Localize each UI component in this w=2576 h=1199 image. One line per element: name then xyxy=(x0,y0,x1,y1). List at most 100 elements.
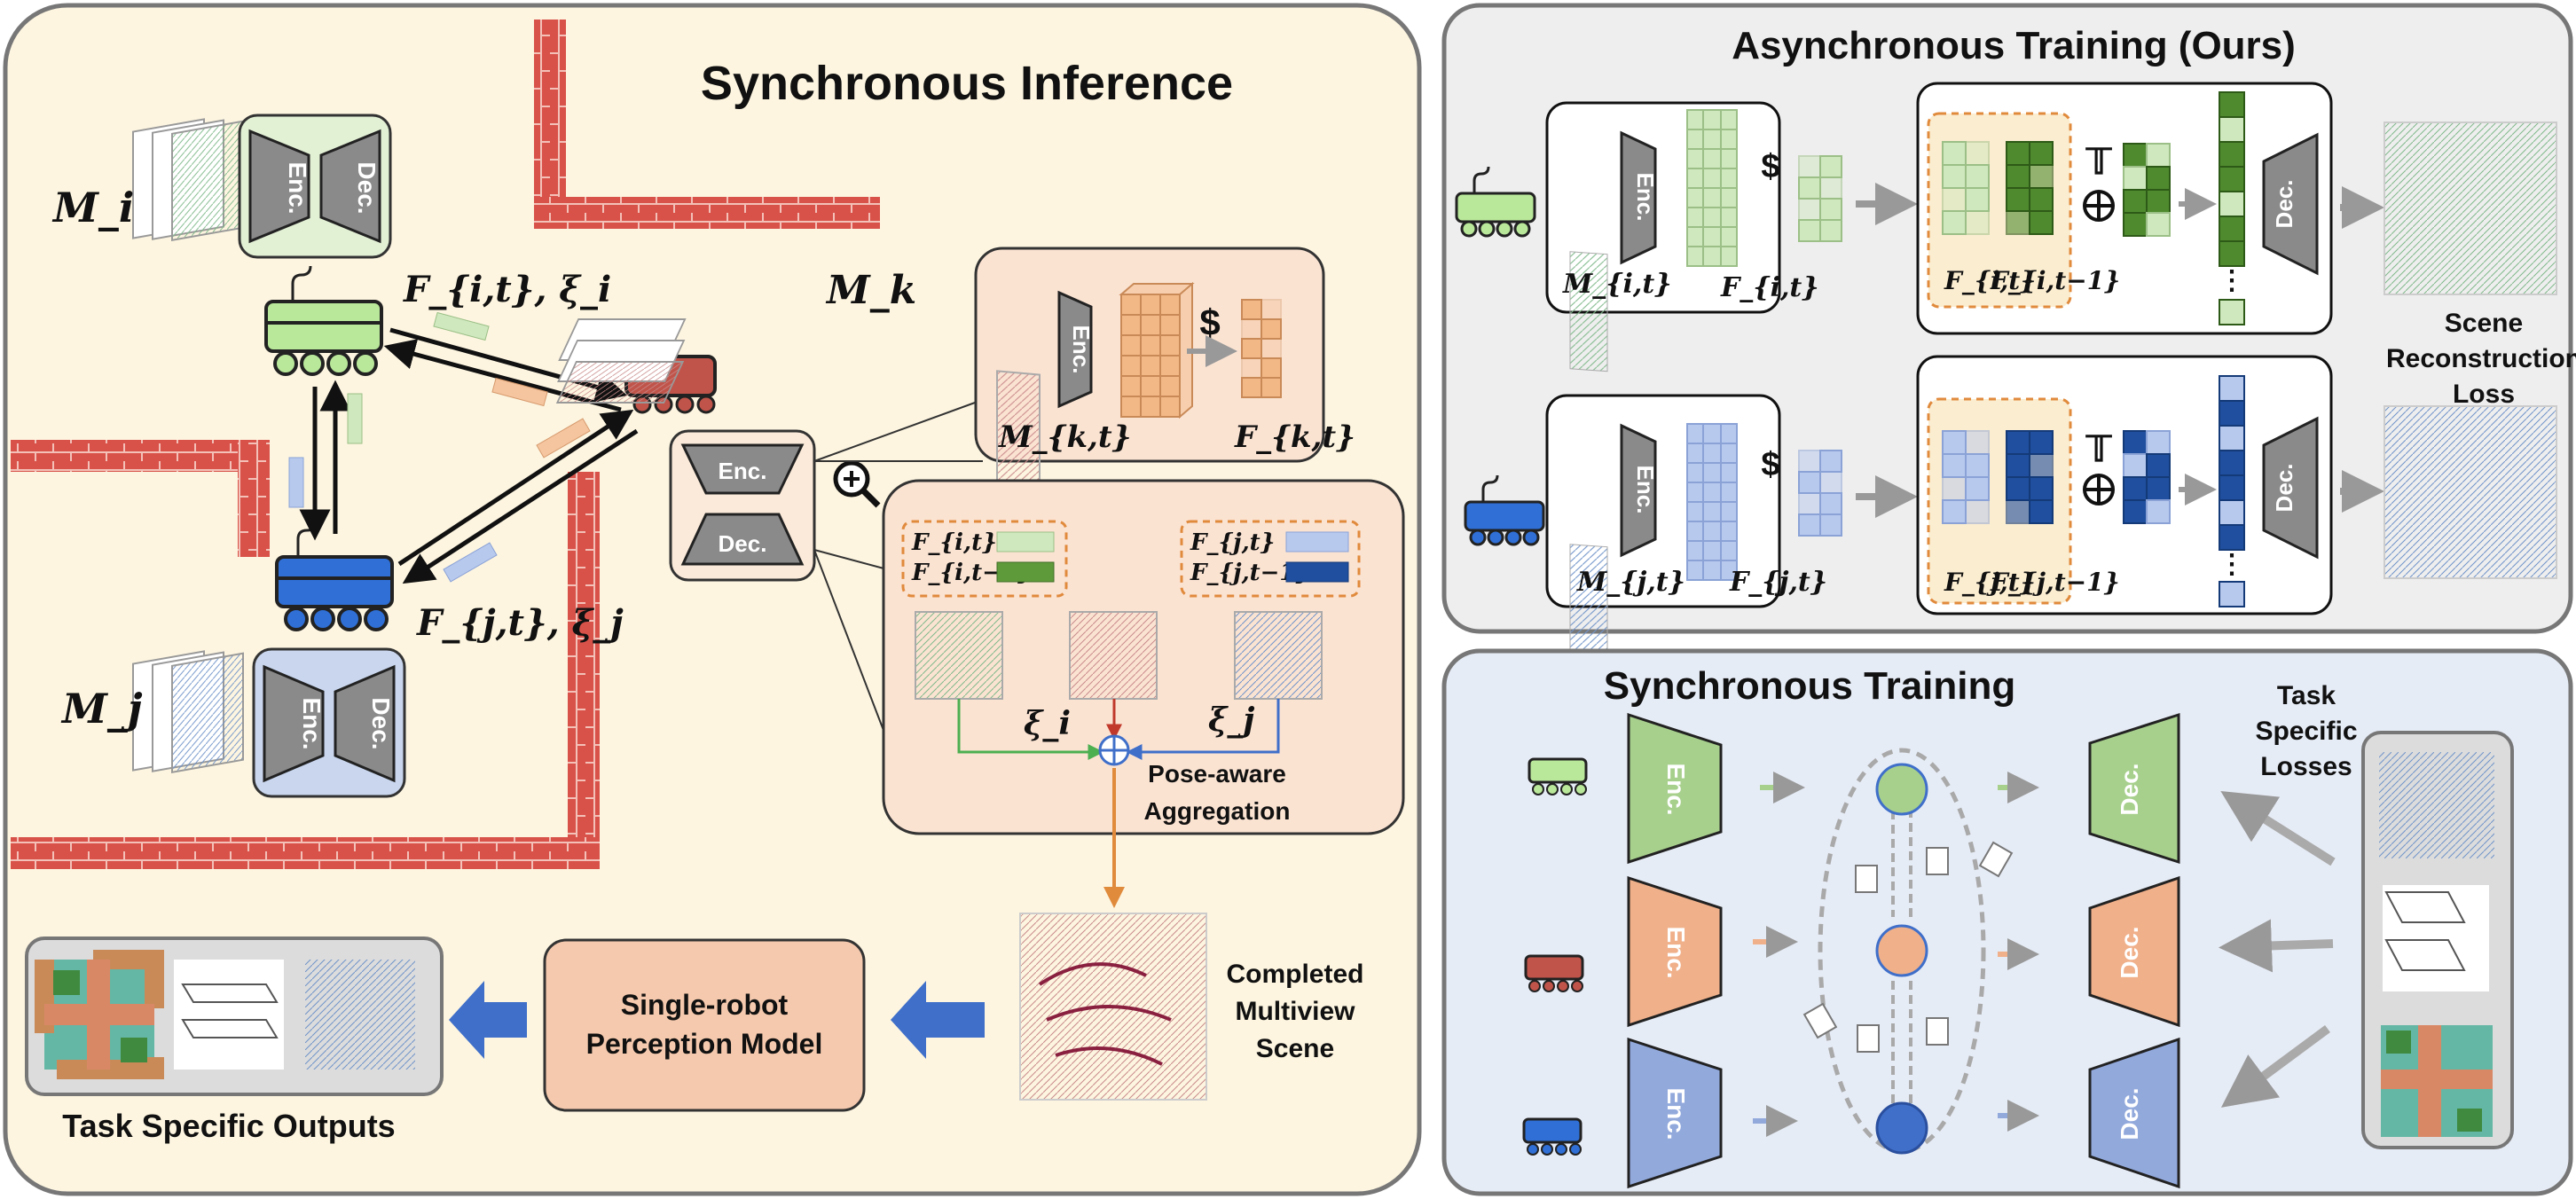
enc-label: Enc. xyxy=(1662,926,1690,978)
async-training-panel: Asynchronous Training (Ours) Enc. $ M_{i… xyxy=(1441,3,2576,665)
decoder-orange: Dec. xyxy=(2088,875,2180,1028)
label-xi-i: ξ_i xyxy=(1024,705,1071,742)
label-m-i: M_i xyxy=(51,184,134,231)
task-label-2: Specific xyxy=(2255,717,2357,746)
temporal-symbol: 𝕋 xyxy=(2085,430,2113,469)
label-f-kt: F_{k,t} xyxy=(1234,419,1355,455)
magnifier-icon xyxy=(833,460,881,508)
dec-label: Dec. xyxy=(719,530,767,557)
feature-volume-k xyxy=(1119,281,1195,419)
enc-label: Enc. xyxy=(719,458,767,484)
label-f-jt-agg: F_{j,t} xyxy=(1944,568,2036,597)
enc-label: Enc. xyxy=(1662,1087,1690,1140)
async-row-j: Enc. $ M_{j,t} F_{j,t} xyxy=(1464,355,2557,665)
label-f-j-xj: F_{j,t}, ξ_j xyxy=(416,602,624,644)
dec-label: Dec. xyxy=(353,161,381,214)
sparse-feature-k xyxy=(1241,299,1282,398)
label-f-it: F_{i,t} xyxy=(1720,272,1819,303)
robot-icon xyxy=(1524,954,1584,992)
robot-icon xyxy=(1522,1117,1583,1156)
sync-training-panel: Synchronous Training Task Specific Losse… xyxy=(1441,648,2573,1196)
label-feat-i-t: F_{i,t} xyxy=(911,529,997,556)
sync-inference-panel: Synchronous Inference M_i Enc. Dec. xyxy=(3,3,1422,1196)
ellipsis: ⋮ xyxy=(2219,550,2245,579)
async-row-i: Enc. $ M_{i,t} F_{i,t} xyxy=(1455,82,2557,372)
encoder-blue: Enc. xyxy=(1627,1037,1723,1189)
map-stack-i xyxy=(132,118,244,241)
label-m-jt: M_{j,t} xyxy=(1576,567,1685,598)
ellipsis: ⋮ xyxy=(2219,266,2245,295)
label-m-j: M_j xyxy=(60,685,143,733)
flow-arrow xyxy=(891,981,985,1059)
pose-aware-label: Pose-aware xyxy=(1148,760,1286,788)
single-robot-label-2: Perception Model xyxy=(586,1028,823,1060)
transmitted-features xyxy=(288,311,591,583)
dec-label: Dec. xyxy=(2271,180,2297,229)
encoder-decoder-k: Enc. Dec. xyxy=(669,429,816,582)
sync-inference-title: Synchronous Inference xyxy=(701,57,1233,110)
decoder-blue: Dec. xyxy=(2088,1037,2180,1189)
encoder-decoder-j: Enc. Dec. xyxy=(252,647,406,798)
ground-truth-icon xyxy=(2384,405,2557,579)
enc-label: Enc. xyxy=(1632,173,1659,222)
task-outputs-column xyxy=(2361,731,2514,1149)
completed-label-2: Multiview xyxy=(1235,997,1355,1026)
decoder-detail: F_{i,t} F_{i,t−1} F_{j,t} F_{j,t−1} ξ_i … xyxy=(882,479,1405,835)
encoder-decoder-i: Enc. Dec. xyxy=(238,114,392,259)
enc-label: Enc. xyxy=(1068,325,1095,374)
label-f-jt1-agg: F_{j,t−1} xyxy=(1990,568,2120,597)
flow-arrow xyxy=(449,981,527,1059)
dec-label: Dec. xyxy=(2116,926,2143,978)
map-stack-k xyxy=(555,318,687,404)
compress-symbol: $ xyxy=(1761,446,1779,483)
scene-label-3: Loss xyxy=(2453,380,2515,409)
enc-label: Enc. xyxy=(1662,763,1690,815)
scene-label-1: Scene xyxy=(2445,309,2523,338)
plus-circle-icon xyxy=(2083,190,2115,222)
brick-wall xyxy=(11,20,880,869)
robot-icon xyxy=(1455,166,1536,238)
compress-symbol: $ xyxy=(1761,148,1779,185)
label-f-jt: F_{j,t} xyxy=(1729,567,1827,598)
label-m-kt: M_{k,t} xyxy=(998,419,1131,455)
task-outputs xyxy=(25,936,444,1096)
label-m-k: M_k xyxy=(825,268,916,313)
completed-scene xyxy=(1019,913,1207,1101)
label-f-i-xi: F_{i,t}, ξ_i xyxy=(403,269,611,310)
dec-label: Dec. xyxy=(2116,1087,2143,1140)
dec-label: Dec. xyxy=(2271,464,2297,513)
communication-graph xyxy=(1802,748,2014,1155)
loss-arrows xyxy=(2219,790,2336,1108)
label-m-it: M_{i,t} xyxy=(1562,269,1672,300)
single-robot-label-1: Single-robot xyxy=(621,989,789,1021)
task-outputs-label: Task Specific Outputs xyxy=(62,1108,395,1144)
enc-label: Enc. xyxy=(298,697,326,749)
single-robot-model: Single-robot Perception Model xyxy=(543,938,866,1112)
map-stack-j xyxy=(132,650,244,773)
label-f-it1-agg: F_{i,t−1} xyxy=(1990,266,2120,295)
robot-icon xyxy=(1464,474,1545,546)
completed-label-3: Scene xyxy=(1256,1034,1334,1063)
async-training-title: Asynchronous Training (Ours) xyxy=(1732,24,2296,67)
scene-label-2: Reconstruction xyxy=(2386,344,2576,373)
robot-icon xyxy=(1528,757,1588,795)
sync-training-title: Synchronous Training xyxy=(1604,664,2016,708)
encoder-green: Enc. xyxy=(1627,712,1723,865)
label-feat-j-t: F_{j,t} xyxy=(1190,529,1275,556)
label-xi-j: ξ_j xyxy=(1208,701,1254,739)
compress-symbol: $ xyxy=(1199,302,1220,343)
plus-circle-icon xyxy=(1098,734,1130,766)
temporal-symbol: 𝕋 xyxy=(2085,143,2113,182)
ground-truth-icon xyxy=(2384,121,2557,295)
robot-icon xyxy=(264,265,383,376)
dec-label: Dec. xyxy=(367,697,395,749)
decoder-green: Dec. xyxy=(2088,712,2180,865)
completed-label-1: Completed xyxy=(1226,960,1363,989)
task-label-3: Losses xyxy=(2260,752,2352,781)
encoder-orange: Enc. xyxy=(1627,875,1723,1028)
encoder-detail: Enc. $ M_{k,t} F_{k,t} xyxy=(974,247,1355,500)
enc-label: Enc. xyxy=(1632,466,1659,514)
dec-label: Dec. xyxy=(2116,763,2143,815)
plus-circle-icon xyxy=(2083,474,2115,505)
